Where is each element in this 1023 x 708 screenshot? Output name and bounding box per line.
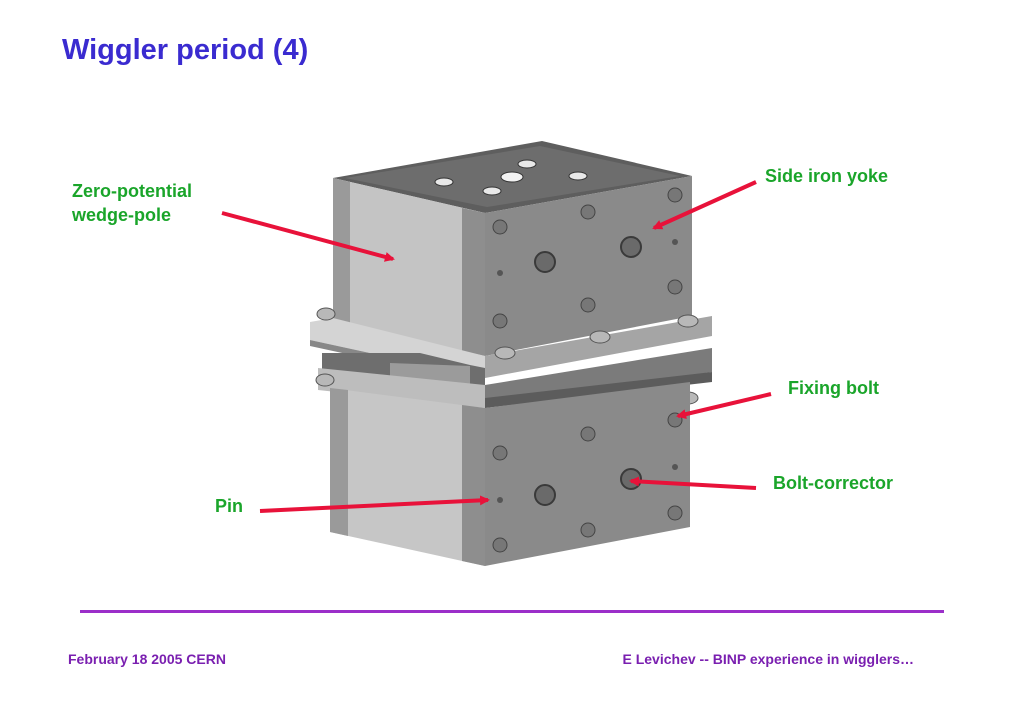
label-zero-potential-wedge-pole: Zero-potential wedge-pole — [72, 179, 192, 227]
label-bolt-corrector: Bolt-corrector — [773, 473, 894, 493]
arrow-zero-potential — [221, 211, 395, 262]
slide-title: Wiggler period (4) — [62, 34, 309, 66]
middle-plates — [310, 316, 712, 408]
label-zero-potential-line2: wedge-pole — [72, 205, 172, 225]
lower-side-bolts — [492, 412, 683, 553]
label-zero-potential-line1: Zero-potential — [72, 181, 192, 201]
arrow-fixing-bolt — [676, 392, 772, 420]
label-pin: Pin — [215, 496, 244, 516]
upper-side-bolts — [492, 187, 683, 329]
arrow-pin — [259, 495, 490, 513]
arrow-side-iron-yoke — [652, 180, 757, 230]
arrow-bolt-corrector — [629, 476, 757, 490]
top-holes — [434, 159, 588, 196]
footer-author-talk: E Levichev -- BINP experience in wiggler… — [622, 651, 914, 667]
label-fixing-bolt: Fixing bolt — [788, 378, 879, 398]
lower-block — [330, 382, 690, 566]
footer-divider — [80, 610, 944, 613]
footer-date-venue: February 18 2005 CERN — [68, 651, 226, 667]
label-side-iron-yoke: Side iron yoke — [765, 166, 889, 186]
wiggler-model — [310, 141, 712, 566]
